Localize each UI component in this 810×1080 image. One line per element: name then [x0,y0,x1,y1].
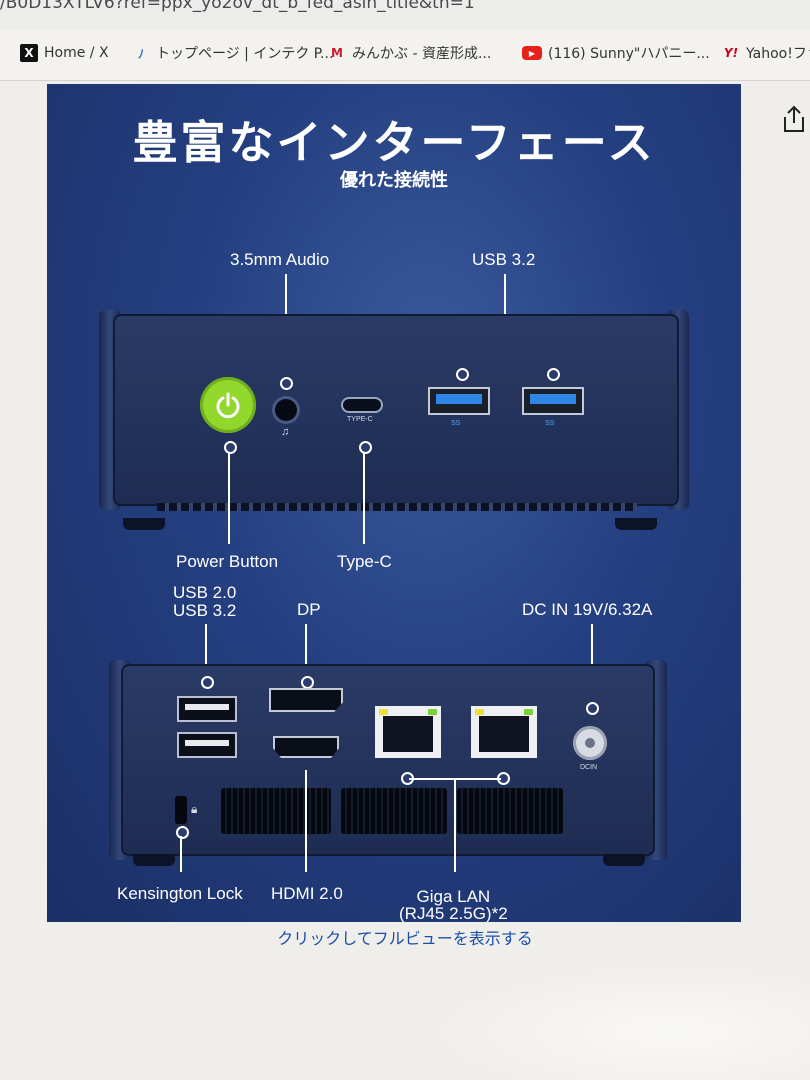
lock-icon: 🔒︎ [191,802,198,816]
jack-opening [479,716,529,752]
leader-line [363,452,365,544]
callout-dot [301,676,314,689]
kensington-slot [175,796,187,824]
rubber-foot [133,854,175,866]
dc-in-jack [573,726,607,760]
hdmi-port [273,736,339,758]
audio-jack [275,399,297,421]
bookmark-label: Yahoo!ファ [746,46,810,62]
usb32-port-1 [428,387,490,415]
rubber-foot [615,518,657,530]
displayport-port [269,688,343,712]
bookmark-label: Home / X [44,45,109,61]
vent-grille [341,788,447,834]
label-hdmi: HDMI 2.0 [271,884,343,903]
type-c-port [343,399,381,411]
callout-dot [586,702,599,715]
itmedia-icon: ﾉ [137,46,144,61]
url-text: /B0D13XTLV6?ref=ppx_yo2ov_dt_b_fed_asin_… [0,0,475,13]
power-button [200,377,256,433]
vent-grille [221,788,331,834]
headphone-icon: ♫ [281,426,290,438]
bookmark-label: (116) Sunny"ハパニー... [548,46,710,62]
callout-dot [456,368,469,381]
x-logo-icon: X [20,44,38,62]
link-led [475,709,484,715]
label-power-button: Power Button [176,552,279,571]
activity-led [428,709,437,715]
ss-logo-icon: SS [545,420,555,427]
youtube-icon: ▶ [522,46,542,60]
image-title: 豊富なインターフェース [132,116,656,169]
bookmark-minkabu[interactable]: M みんかぶ - 資産形成... [328,40,491,66]
image-subtitle: 優れた接続性 [340,170,448,191]
bottom-vent [157,503,637,511]
bookmark-label: トップページ | インテク P... [156,46,334,62]
callout-dot [359,441,372,454]
label-giga-lan: Giga LAN (RJ45 2.5G)*2 [399,887,508,922]
usb20-port [177,696,237,722]
screen-glare [420,960,810,1080]
typec-print: TYPE-C [347,416,373,423]
leader-line [305,624,307,680]
callout-dot [176,826,189,839]
label-dp: DP [297,600,321,619]
rj45-port-1 [375,706,441,758]
product-image[interactable]: 豊富なインターフェース 優れた接続性 3.5mm Audio USB 3.2 ♫… [47,84,741,922]
callout-dot [201,676,214,689]
label-dc-in: DC IN 19V/6.32A [522,600,653,619]
bookmark-youtube[interactable]: ▶ (116) Sunny"ハパニー... [522,40,710,66]
usb32-port-2 [522,387,584,415]
link-led [379,709,388,715]
label-audio: 3.5mm Audio [230,250,330,269]
leader-line [305,770,307,872]
bookmark-itmedia[interactable]: ﾉ トップページ | インテク P... [132,40,333,66]
address-bar[interactable]: /B0D13XTLV6?ref=ppx_yo2ov_dt_b_fed_asin_… [0,0,810,30]
bookmarks-bar: X Home / X ﾉ トップページ | インテク P... M みんかぶ -… [0,30,810,81]
label-type-c: Type-C [337,552,392,571]
jack-opening [383,716,433,752]
minkabu-icon: M [331,46,343,60]
rubber-foot [603,854,645,866]
label-usb32: USB 3.2 [472,250,536,269]
activity-led [524,709,533,715]
yahoo-icon: Y! [723,46,739,60]
share-icon[interactable] [780,104,808,134]
callout-dot [547,368,560,381]
rubber-foot [123,518,165,530]
leader-line [409,778,501,780]
label-kensington-lock: Kensington Lock [117,884,243,903]
bookmark-yahoo[interactable]: Y! Yahoo!ファ [722,40,810,66]
leader-line [205,624,207,680]
full-view-link[interactable]: クリックしてフルビューを表示する [277,929,533,948]
leader-line [228,452,230,544]
bookmark-label: みんかぶ - 資産形成... [352,46,492,62]
rj45-port-2 [471,706,537,758]
vent-grille [457,788,563,834]
usb32-rear-port [177,732,237,758]
leader-line [180,836,182,872]
leader-line [454,780,456,872]
front-panel [113,314,679,506]
callout-dot [280,377,293,390]
ss-logo-icon: SS [451,420,461,427]
dcin-print: DCIN [580,764,598,771]
bookmark-home-x[interactable]: X Home / X [20,40,109,66]
callout-dot [224,441,237,454]
label-usb20-usb32: USB 2.0 USB 3.2 [173,583,237,620]
power-icon [216,392,240,419]
